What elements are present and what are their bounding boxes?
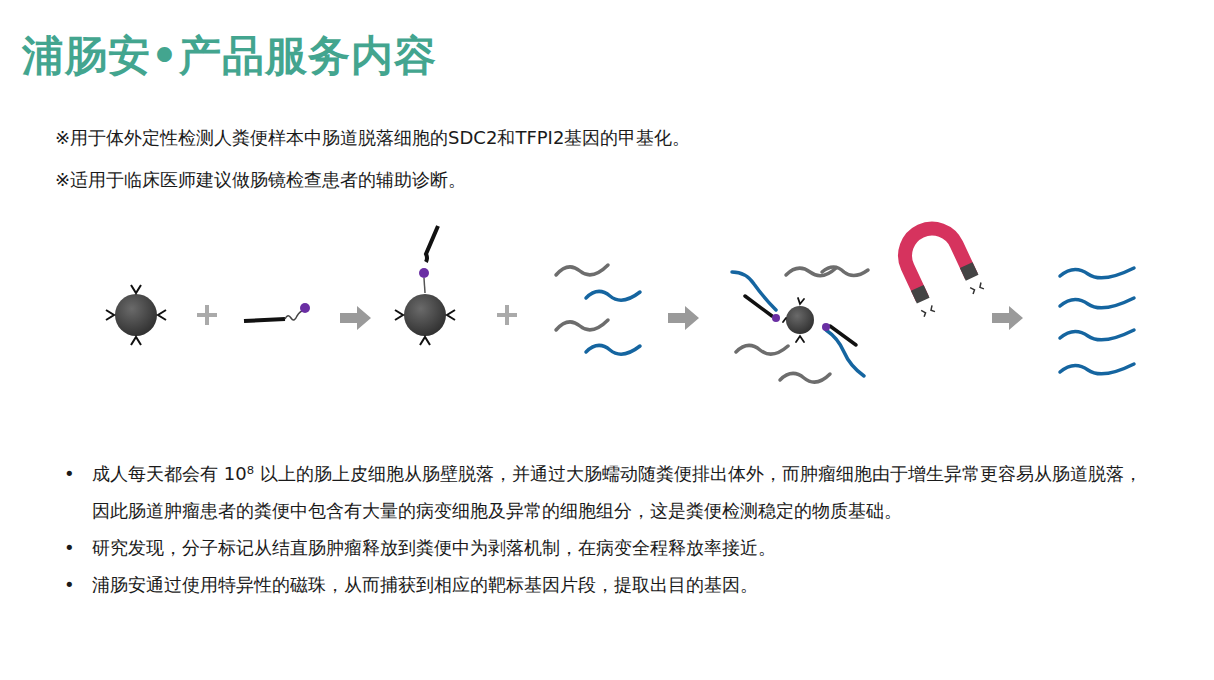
slide-title: 浦肠安•产品服务内容 — [22, 28, 437, 84]
plus-sign — [197, 305, 217, 325]
step-arrow — [992, 306, 1023, 330]
bullet-text: 研究发现，分子标记从结直肠肿瘤释放到粪便中为剥落机制，在病变全程释放率接近。 — [62, 529, 1147, 566]
bead-with-probe — [395, 226, 455, 345]
note-line: ※用于体外定性检测人粪便样本中肠道脱落细胞的SDC2和TFPI2基因的甲基化。 — [55, 126, 690, 150]
note-line: ※适用于临床医师建议做肠镜检查患者的辅助诊断。 — [55, 168, 466, 192]
dna-mixture — [556, 265, 640, 354]
purified-dna — [1060, 268, 1134, 374]
step-arrow — [668, 306, 699, 330]
step-arrow — [340, 306, 371, 330]
bullet-text: 浦肠安通过使用特异性的磁珠，从而捕获到相应的靶标基因片段，提取出目的基因。 — [62, 566, 1147, 603]
magnet — [891, 217, 984, 316]
capture-complex — [732, 267, 868, 382]
bullet-list: 成人每天都会有 10⁸ 以上的肠上皮细胞从肠壁脱落，并通过大肠蠕动随粪便排出体外… — [62, 455, 1147, 603]
biotin-probe — [244, 303, 310, 321]
magnetic-bead — [106, 285, 166, 345]
plus-sign — [497, 305, 517, 325]
bullet-text: 成人每天都会有 10⁸ 以上的肠上皮细胞从肠壁脱落，并通过大肠蠕动随粪便排出体外… — [62, 455, 1147, 529]
